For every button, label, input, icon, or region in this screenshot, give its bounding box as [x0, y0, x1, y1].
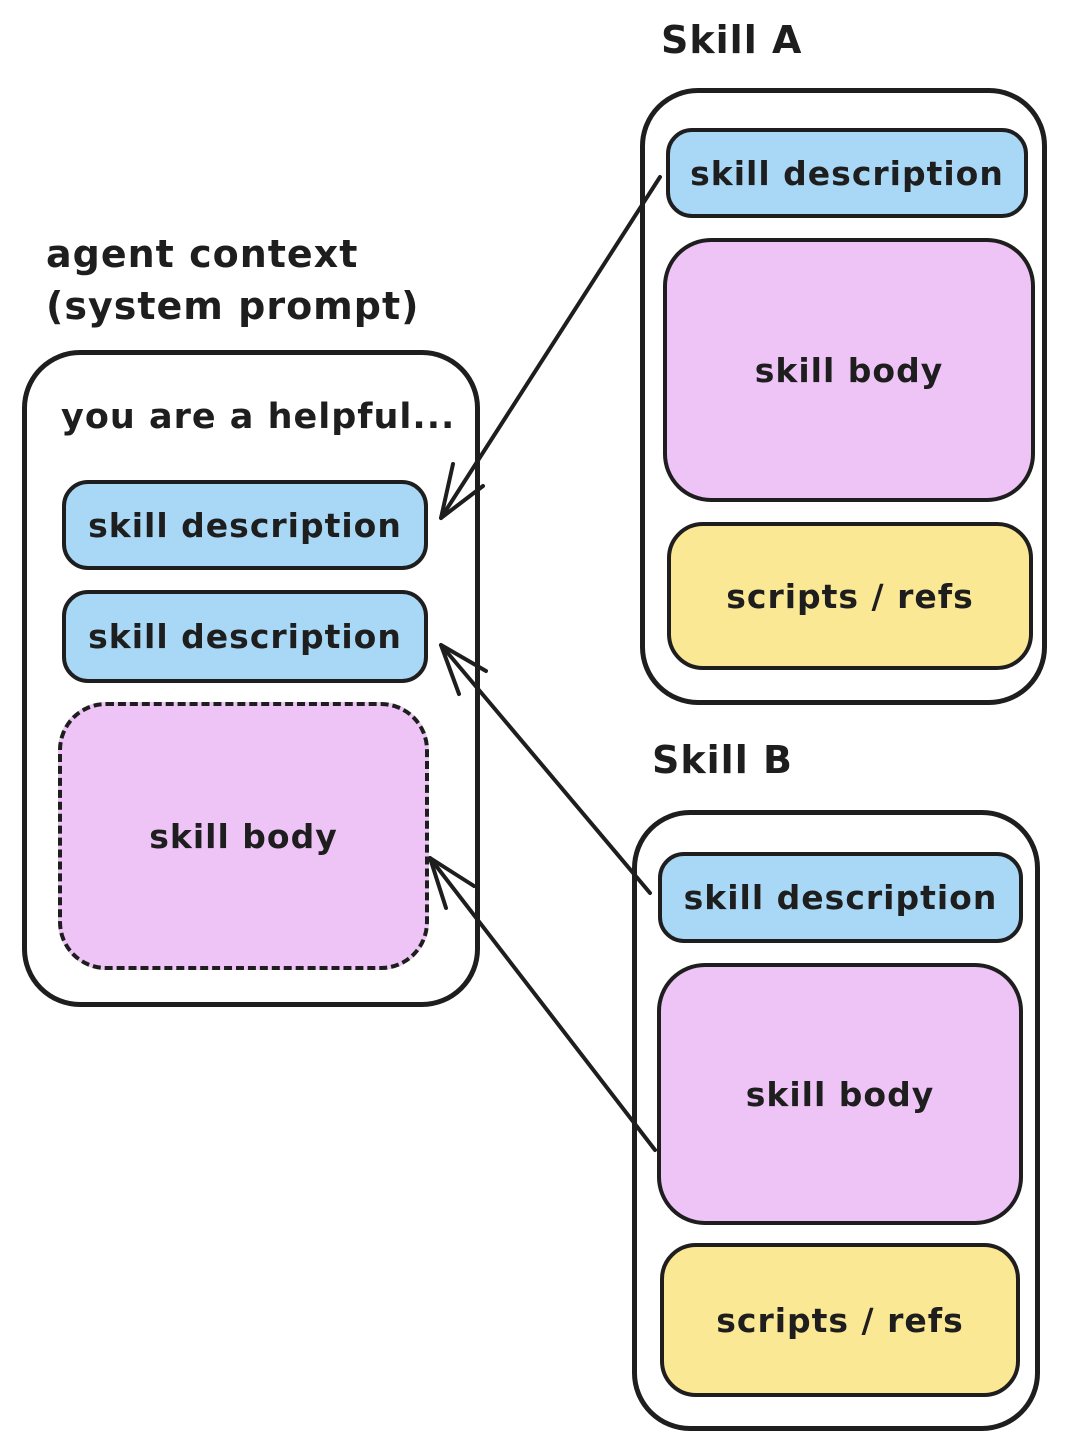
skill-a-scripts-refs: scripts / refs	[667, 522, 1033, 670]
skill-a-title: Skill A	[661, 18, 803, 62]
skill-a-body: skill body	[663, 238, 1035, 502]
skill-b-title: Skill B	[652, 738, 793, 782]
skill-b-body: skill body	[657, 963, 1023, 1225]
skill-a-container: skill description skill body scripts / r…	[640, 88, 1047, 705]
agent-skill-description-1: skill description	[62, 480, 428, 570]
skill-a-description: skill description	[666, 128, 1028, 218]
skill-b-container: skill description skill body scripts / r…	[632, 810, 1040, 1431]
agent-context-container: you are a helpful... skill description s…	[22, 350, 480, 1007]
skill-b-description: skill description	[658, 852, 1023, 943]
skill-b-scripts-refs: scripts / refs	[660, 1243, 1020, 1397]
agent-context-title: agent context (system prompt)	[46, 232, 420, 329]
system-prompt-intro-text: you are a helpful...	[61, 397, 456, 437]
agent-skill-body-dashed: skill body	[58, 702, 429, 970]
agent-skill-description-2: skill description	[62, 590, 428, 683]
